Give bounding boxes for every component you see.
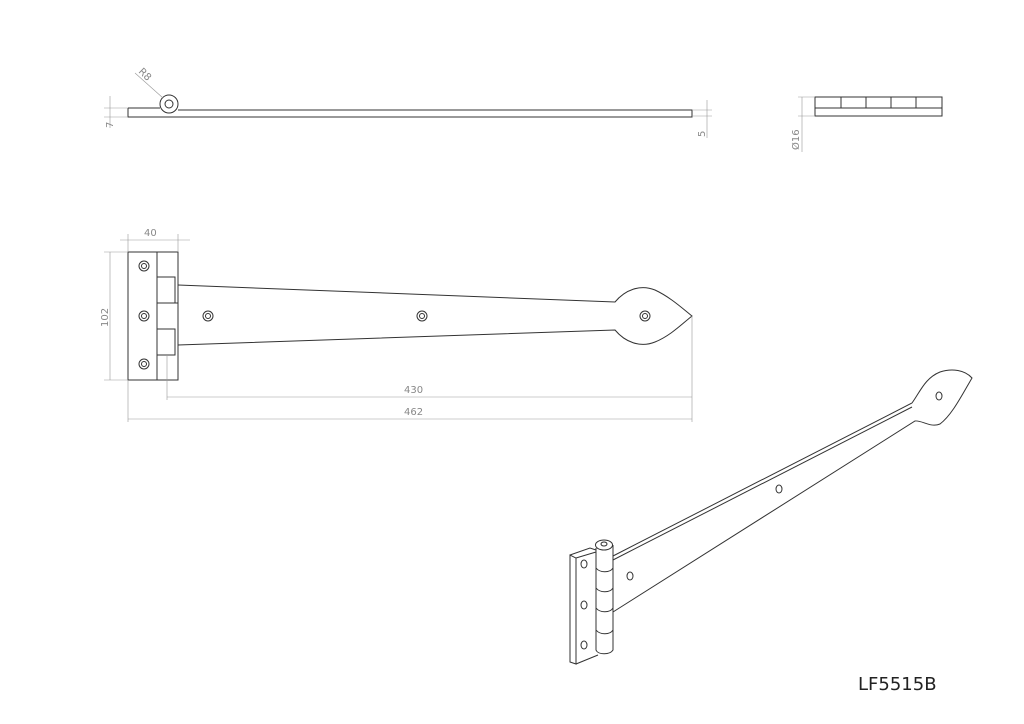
plate-width-label: 40 xyxy=(144,228,157,239)
diameter-label: Ø16 xyxy=(790,129,802,150)
top-view: 40 102 430 462 xyxy=(100,228,693,422)
overall-length-label: 462 xyxy=(404,407,423,418)
plate-thickness-label: 7 xyxy=(105,122,116,128)
strap-length-label: 430 xyxy=(404,385,423,396)
end-view: Ø16 xyxy=(790,96,943,152)
isometric-view xyxy=(569,369,973,665)
part-code-label: LF5515B xyxy=(858,674,937,695)
plate-height-label: 102 xyxy=(100,308,111,327)
screw-holes xyxy=(138,260,651,370)
strap-thickness-label: 5 xyxy=(697,131,708,137)
side-view: R8 7 5 xyxy=(104,66,712,138)
radius-label: R8 xyxy=(136,66,153,83)
